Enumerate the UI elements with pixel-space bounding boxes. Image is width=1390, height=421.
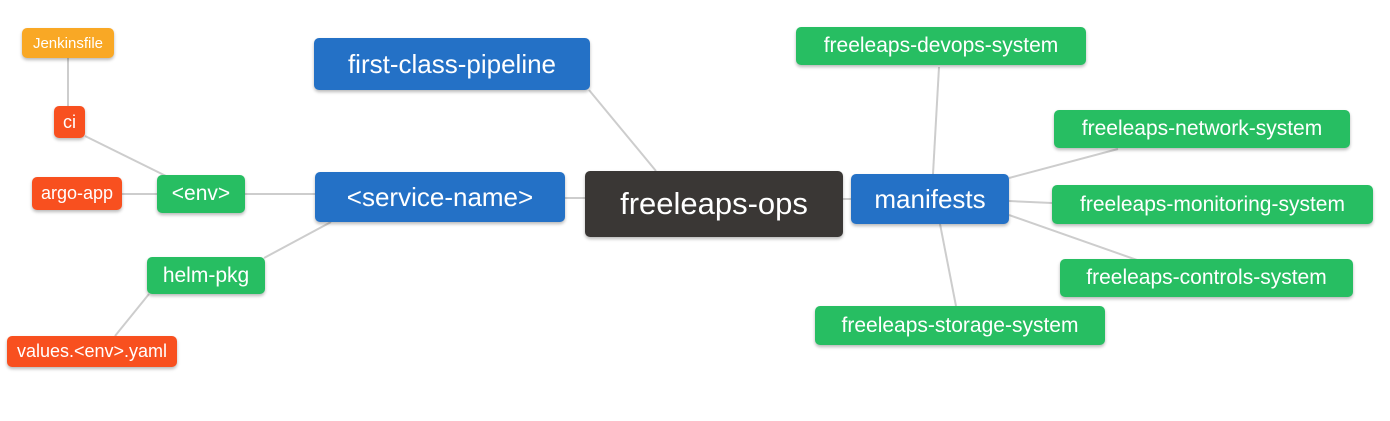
node-env[interactable]: <env>: [157, 175, 245, 213]
edge-manifests-network: [1008, 148, 1119, 179]
node-service-name[interactable]: <service-name>: [315, 172, 565, 222]
node-freeleaps-storage-system[interactable]: freeleaps-storage-system: [815, 306, 1105, 345]
node-ci[interactable]: ci: [54, 106, 85, 138]
node-freeleaps-ops[interactable]: freeleaps-ops: [585, 171, 843, 237]
edge-helm-pkg-values: [114, 293, 150, 337]
edge-root-first-class-pipeline: [588, 89, 657, 172]
edge-service-name-helm-pkg: [263, 221, 332, 259]
node-freeleaps-devops-system[interactable]: freeleaps-devops-system: [796, 27, 1086, 65]
node-first-class-pipeline[interactable]: first-class-pipeline: [314, 38, 590, 90]
edge-env-ci: [84, 135, 167, 177]
node-argo-app[interactable]: argo-app: [32, 177, 122, 210]
node-jenkinsfile[interactable]: Jenkinsfile: [22, 28, 114, 58]
node-manifests[interactable]: manifests: [851, 174, 1009, 224]
node-helm-pkg[interactable]: helm-pkg: [147, 257, 265, 294]
node-values-env-yaml[interactable]: values.<env>.yaml: [7, 336, 177, 367]
node-freeleaps-controls-system[interactable]: freeleaps-controls-system: [1060, 259, 1353, 297]
edge-manifests-devops: [932, 66, 940, 175]
node-freeleaps-monitoring-system[interactable]: freeleaps-monitoring-system: [1052, 185, 1373, 224]
edge-manifests-storage: [939, 223, 957, 307]
node-freeleaps-network-system[interactable]: freeleaps-network-system: [1054, 110, 1350, 148]
edge-manifests-monitoring: [1008, 200, 1053, 204]
